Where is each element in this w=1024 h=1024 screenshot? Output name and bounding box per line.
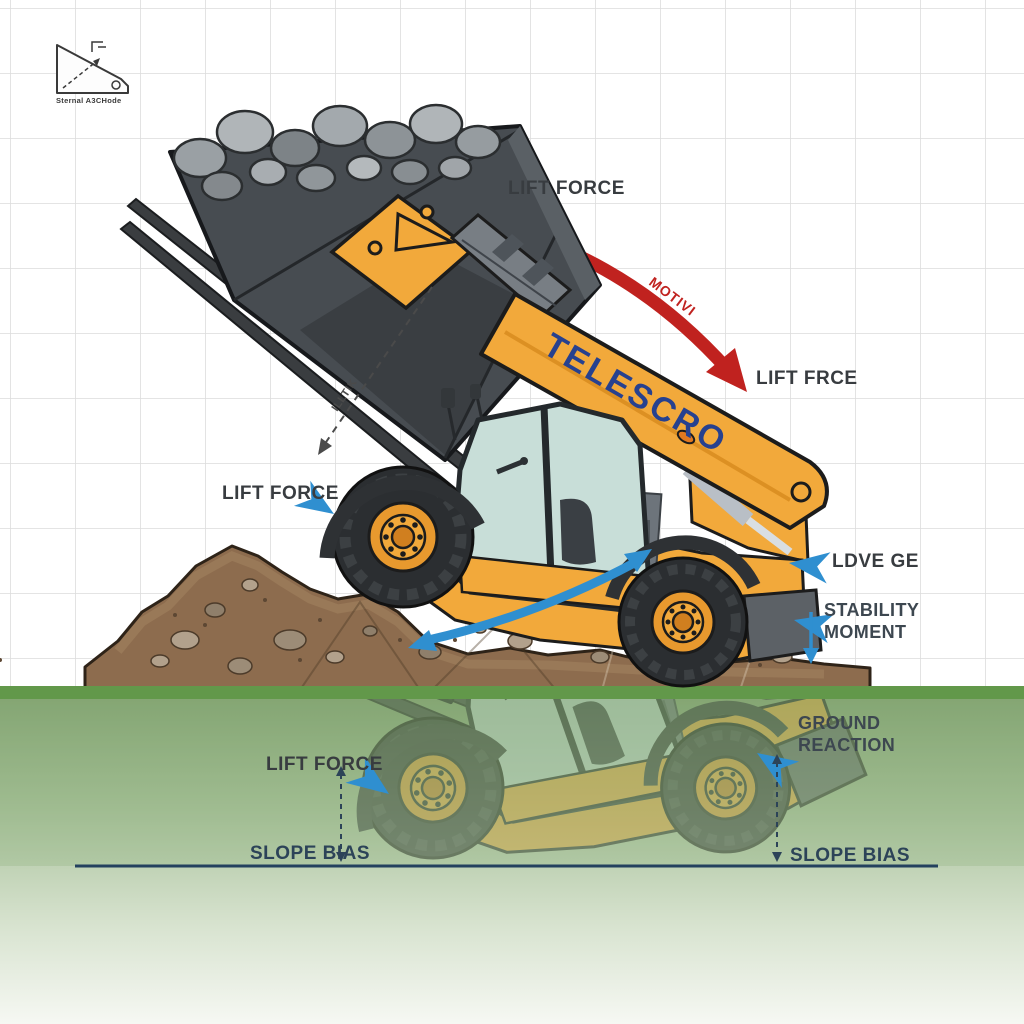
grass-strip: [0, 686, 1024, 699]
label-slope-bias-right: SLOPE BIAS: [790, 845, 910, 866]
left-measure-line: [336, 766, 346, 862]
label-lift-frce-right: LIFT FRCE: [756, 368, 858, 389]
label-slope-bias-left: SLOPE BIAS: [250, 843, 370, 864]
right-measure-line: [772, 754, 782, 862]
ghost-vehicle: [0, 690, 1024, 866]
slope-pressure-arrow: [408, 549, 652, 651]
slope-legend-icon: Sternal A3CHode: [56, 41, 129, 105]
label-lift-force-ghost: LIFT FORCE: [266, 754, 383, 775]
label-reaction: REACTION: [798, 735, 895, 755]
label-stability: STABILITY: [824, 600, 919, 620]
label-lift-force-left: LIFT FORCE: [222, 483, 339, 504]
label-load-edge: LDVE GE: [832, 551, 919, 572]
label-lift-force-top: LIFT FORCE: [508, 178, 625, 199]
label-moment: MOMENT: [824, 622, 906, 642]
legend-caption: Sternal A3CHode: [56, 96, 122, 105]
stability-down-arrow: [803, 612, 819, 664]
label-ground: GROUND: [798, 713, 880, 733]
